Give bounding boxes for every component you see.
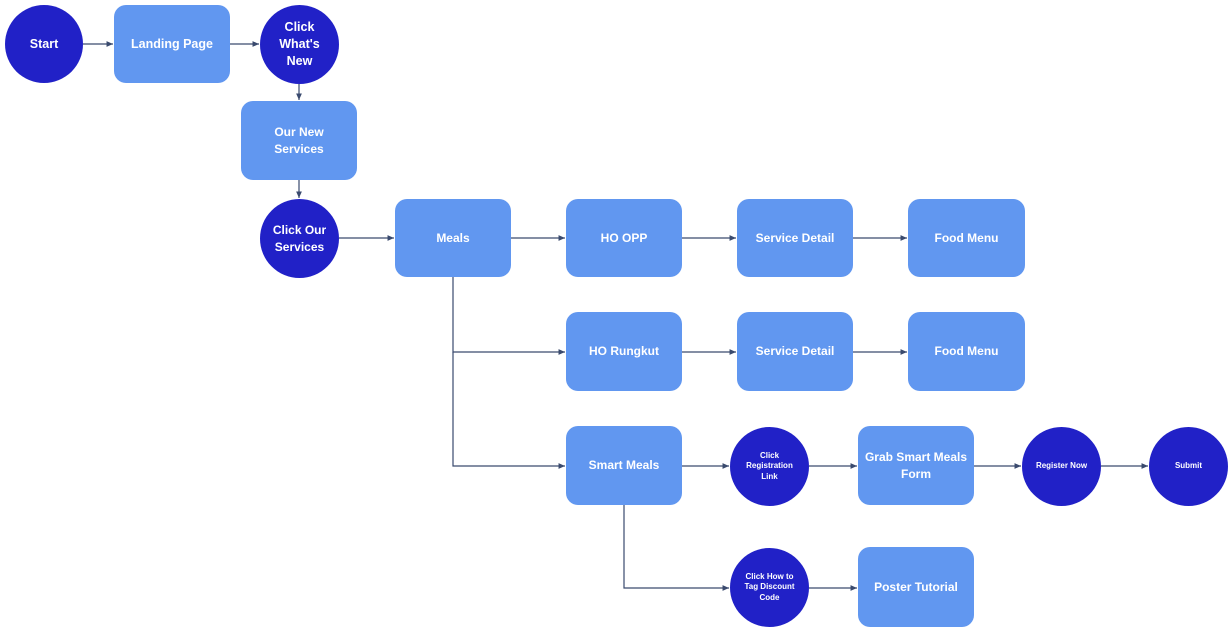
submit-label: Submit: [1174, 461, 1203, 471]
register-now-label: Register Now: [1035, 461, 1088, 471]
submit-node[interactable]: Submit: [1149, 427, 1228, 506]
meals-label: Meals: [436, 230, 470, 245]
register-now-node[interactable]: Register Now: [1022, 427, 1101, 506]
edge-smart-meals-tag-code: [623, 505, 729, 591]
smart-meals-label: Smart Meals: [588, 458, 660, 473]
start-label: Start: [29, 36, 59, 51]
click-registration-link-node[interactable]: Click Registration Link: [730, 427, 809, 506]
click-whats-new-node[interactable]: Click What's New: [260, 5, 339, 84]
click-how-to-tag-discount-code-node[interactable]: Click How to Tag Discount Code: [730, 548, 809, 627]
service-detail-rungkut-label: Service Detail: [755, 344, 835, 359]
food-menu-rungkut-label: Food Menu: [934, 344, 999, 359]
meals-node[interactable]: Meals: [395, 199, 511, 277]
click-our-services-node[interactable]: Click Our Services: [260, 199, 339, 278]
start-node[interactable]: Start: [5, 5, 83, 83]
poster-tutorial-label: Poster Tutorial: [874, 579, 958, 594]
edge-meals-smart-meals: [452, 352, 565, 469]
food-menu-opp-node[interactable]: Food Menu: [908, 199, 1025, 277]
our-new-services-label: Our New Services: [274, 125, 324, 156]
ho-rungkut-node[interactable]: HO Rungkut: [566, 312, 682, 391]
poster-tutorial-node[interactable]: Poster Tutorial: [858, 547, 974, 627]
ho-rungkut-label: HO Rungkut: [589, 344, 659, 359]
landing-page-label: Landing Page: [131, 36, 213, 51]
grab-smart-meals-form-label: Grab Smart Meals Form: [864, 450, 968, 481]
ho-opp-label: HO OPP: [600, 230, 648, 245]
click-how-to-tag-discount-code-label: Click How to Tag Discount Code: [744, 571, 795, 602]
ho-opp-node[interactable]: HO OPP: [566, 199, 682, 277]
food-menu-opp-label: Food Menu: [934, 230, 999, 245]
landing-page-node[interactable]: Landing Page: [114, 5, 230, 83]
edge-meals-ho-rungkut: [452, 277, 565, 355]
service-detail-opp-label: Service Detail: [755, 230, 835, 245]
service-detail-opp-node[interactable]: Service Detail: [737, 199, 853, 277]
food-menu-rungkut-node[interactable]: Food Menu: [908, 312, 1025, 391]
click-registration-link-label: Click Registration Link: [746, 450, 793, 481]
smart-meals-node[interactable]: Smart Meals: [566, 426, 682, 505]
click-our-services-label: Click Our Services: [272, 223, 327, 254]
grab-smart-meals-form-node[interactable]: Grab Smart Meals Form: [858, 426, 974, 505]
service-detail-rungkut-node[interactable]: Service Detail: [737, 312, 853, 391]
click-whats-new-label: Click What's New: [279, 20, 320, 68]
our-new-services-node[interactable]: Our New Services: [241, 101, 357, 180]
